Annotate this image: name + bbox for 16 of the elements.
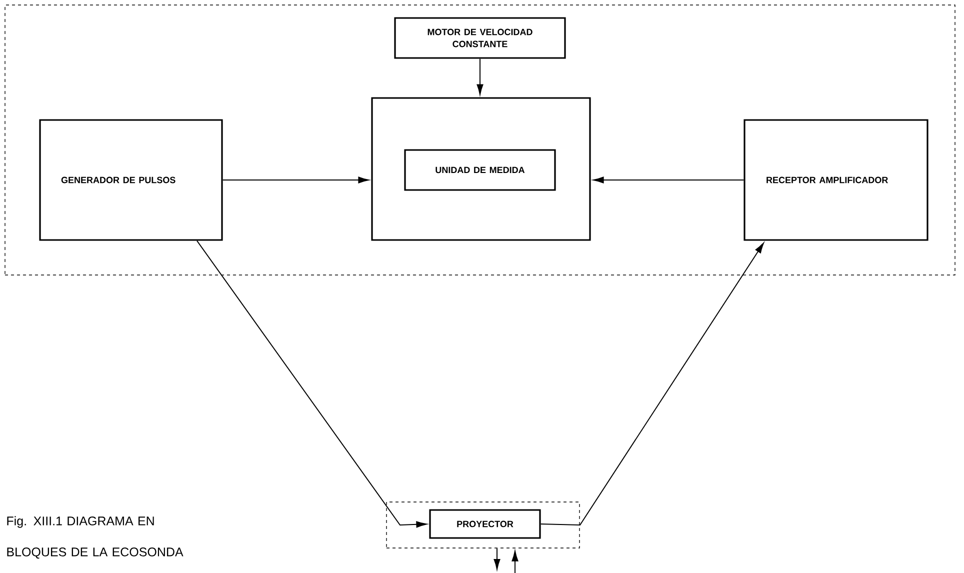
process-box: GENERADOR DE PULSOS [39, 119, 223, 241]
process-box: RECEPTOR AMPLIFICADOR [744, 119, 928, 241]
dashed-group-frame [4, 4, 956, 276]
arrow [593, 176, 744, 184]
arrow [476, 58, 484, 95]
process-box: UNIDAD DE MEDIDA [404, 149, 556, 191]
arrow [540, 242, 764, 526]
arrow [512, 550, 518, 573]
arrow [222, 176, 369, 184]
figure-caption: Fig. XIII.1 DIAGRAMA EN BLOQUES DE LA ECOSONDA [7, 516, 184, 559]
arrow [494, 548, 500, 570]
arrow [196, 240, 427, 528]
process-box: PROYECTOR [429, 509, 541, 539]
dashed-group-frame [386, 502, 580, 548]
process-box: MOTOR DE VELOCIDAD CONSTANTE [394, 17, 566, 59]
process-box [371, 97, 591, 241]
